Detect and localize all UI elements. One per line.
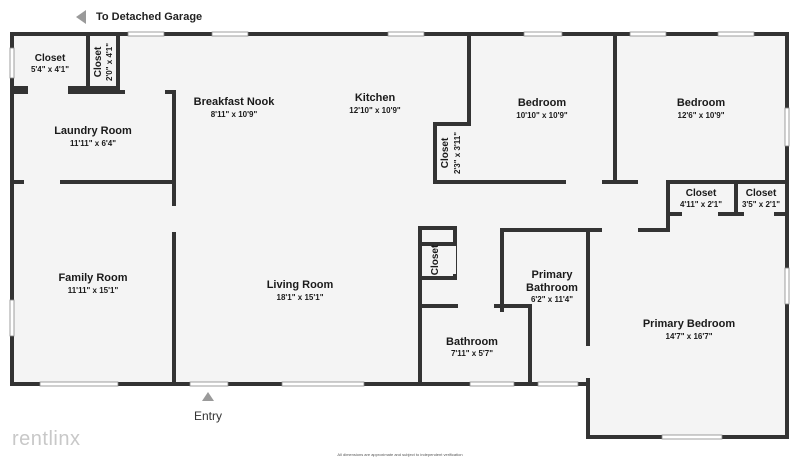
- bedroom-1-name: Bedroom: [518, 97, 567, 109]
- kitchen-name: Kitchen: [355, 92, 396, 104]
- closet-right-2-dim: 3'5" x 2'1": [742, 200, 780, 209]
- primary-bath-name-2: Bathroom: [526, 282, 578, 294]
- primary-bath-name-1: Primary: [532, 269, 574, 281]
- family-dim: 11'11" x 15'1": [68, 286, 119, 295]
- breakfast-nook-name: Breakfast Nook: [194, 96, 276, 108]
- room-labels: Closet 5'4" x 4'1" Closet 2'0" x 4'1" La…: [31, 43, 780, 358]
- closet-vertical-dim: 2'0" x 4'1": [105, 43, 114, 81]
- bathroom-dim: 7'11" x 5'7": [451, 349, 493, 358]
- bedroom-2-name: Bedroom: [677, 97, 726, 109]
- door-openings: [24, 86, 774, 378]
- closet-right-1-dim: 4'11" x 2'1": [680, 200, 722, 209]
- entry-arrow-icon: [202, 392, 214, 401]
- primary-bath-dim: 6'2" x 11'4": [531, 295, 573, 304]
- bedroom-1-dim: 10'10" x 10'9": [516, 111, 568, 120]
- closet-top-left-dim: 5'4" x 4'1": [31, 65, 69, 74]
- laundry-name: Laundry Room: [54, 125, 132, 137]
- closet-vertical-name: Closet: [93, 46, 104, 77]
- garage-arrow-icon: [76, 10, 86, 24]
- windows: [9, 31, 790, 440]
- walls: [10, 32, 789, 439]
- closet-hall-name: Closet: [430, 244, 441, 275]
- closet-top-left-name: Closet: [35, 53, 66, 64]
- primary-bedroom-dim: 14'7" x 16'7": [666, 332, 713, 341]
- breakfast-nook-dim: 8'11" x 10'9": [211, 110, 258, 119]
- bedroom-2-dim: 12'6" x 10'9": [678, 111, 725, 120]
- watermark-logo: rentlinx: [12, 428, 81, 450]
- living-name: Living Room: [267, 279, 334, 291]
- floor-fill: [12, 34, 787, 437]
- laundry-dim: 11'11" x 6'4": [70, 139, 116, 148]
- primary-bedroom-name: Primary Bedroom: [643, 318, 736, 330]
- closet-kitchen-name: Closet: [440, 137, 451, 168]
- bathroom-name: Bathroom: [446, 336, 498, 348]
- family-name: Family Room: [58, 272, 127, 284]
- closet-kitchen-dim: 2'3" x 3'11": [453, 132, 462, 174]
- garage-direction-label: To Detached Garage: [96, 11, 203, 23]
- entry-door: [189, 381, 229, 387]
- entry-label: Entry: [194, 409, 223, 423]
- closet-right-2-name: Closet: [746, 188, 777, 199]
- living-dim: 18'1" x 15'1": [277, 293, 324, 302]
- closet-right-1-name: Closet: [686, 188, 717, 199]
- footer-note: All dimensions are approximate and subje…: [337, 452, 463, 457]
- kitchen-dim: 12'10" x 10'9": [349, 106, 401, 115]
